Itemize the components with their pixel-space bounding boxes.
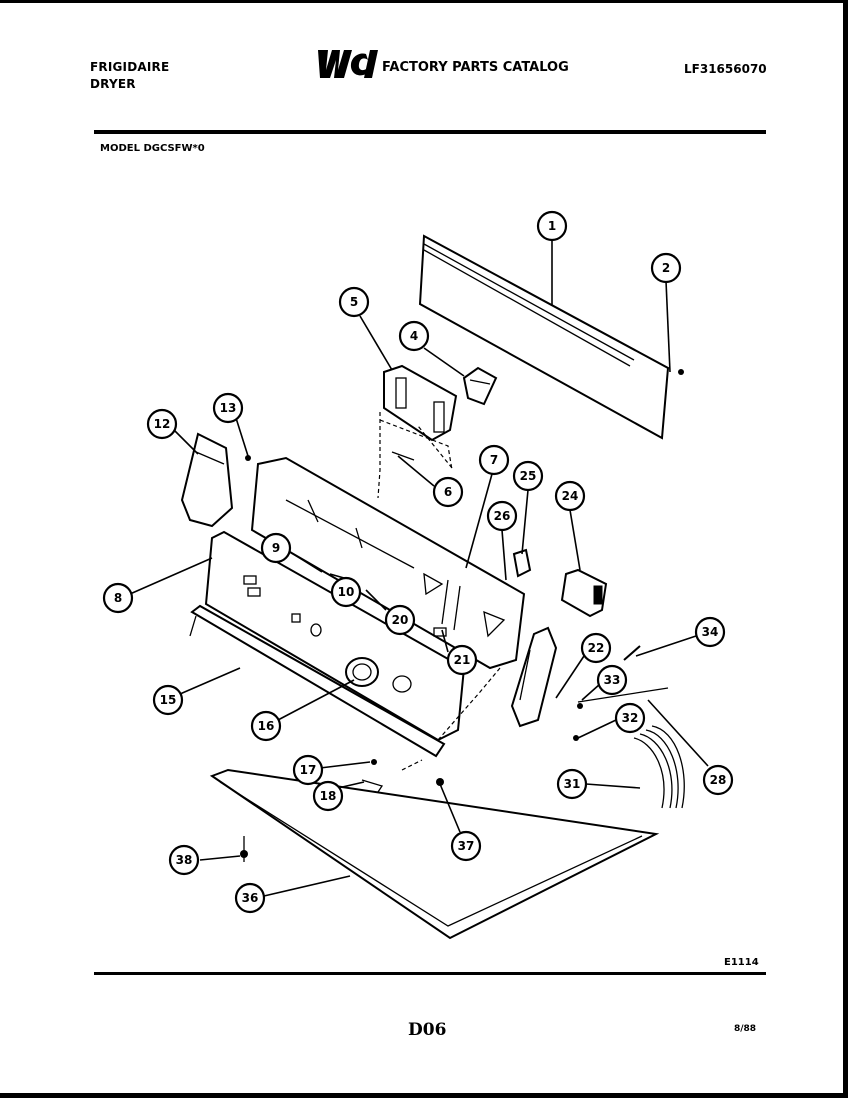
screw — [391, 451, 415, 461]
switch-block — [462, 366, 498, 406]
svg-text:28: 28 — [710, 773, 727, 787]
svg-text:24: 24 — [562, 489, 579, 503]
callout-32: 32 — [614, 702, 646, 734]
svg-text:8: 8 — [114, 591, 122, 605]
hinge-parts — [361, 759, 384, 793]
svg-text:15: 15 — [160, 693, 177, 707]
page-border-right — [843, 0, 848, 1098]
svg-text:22: 22 — [588, 641, 605, 655]
control-knob — [345, 657, 379, 687]
timer-bracket — [383, 364, 458, 442]
callout-25: 25 — [512, 460, 544, 492]
catalog-number: LF31656070 — [684, 62, 767, 76]
callout-16: 16 — [250, 710, 282, 742]
svg-text:17: 17 — [300, 763, 317, 777]
callout-5: 5 — [338, 286, 370, 318]
svg-text:16: 16 — [258, 719, 275, 733]
svg-text:4: 4 — [410, 329, 418, 343]
callout-6: 6 — [432, 476, 464, 508]
callout-20: 20 — [384, 604, 416, 636]
callout-24: 24 — [554, 480, 586, 512]
callout-34: 34 — [694, 616, 726, 648]
svg-text:38: 38 — [176, 853, 193, 867]
left-end-bracket — [180, 432, 251, 528]
callout-28: 28 — [702, 764, 734, 796]
wire-harness — [573, 645, 685, 809]
wci-logo — [318, 50, 378, 78]
svg-text:10: 10 — [338, 585, 355, 599]
svg-text:20: 20 — [392, 613, 409, 627]
header-rule — [94, 130, 766, 134]
callout-18: 18 — [312, 780, 344, 812]
svg-text:21: 21 — [454, 653, 471, 667]
model-number: MODEL DGCSFW*0 — [100, 143, 205, 154]
svg-text:1: 1 — [548, 219, 556, 233]
svg-text:33: 33 — [604, 673, 621, 687]
page-border-top — [0, 0, 848, 3]
page-border-bottom — [0, 1093, 848, 1098]
cabinet-top — [209, 768, 660, 940]
svg-text:32: 32 — [622, 711, 639, 725]
callout-15: 15 — [152, 684, 184, 716]
svg-text:34: 34 — [702, 625, 719, 639]
svg-text:7: 7 — [490, 453, 498, 467]
catalog-date: 8/88 — [734, 1024, 757, 1034]
svg-text:26: 26 — [494, 509, 511, 523]
svg-text:6: 6 — [444, 485, 452, 499]
svg-text:37: 37 — [458, 839, 475, 853]
callout-13: 13 — [212, 392, 244, 424]
svg-text:18: 18 — [320, 789, 337, 803]
callout-37: 37 — [450, 830, 482, 862]
callout-2: 2 — [650, 252, 682, 284]
callout-1: 1 — [536, 210, 568, 242]
appliance-type: DRYER — [90, 77, 136, 91]
console-trim — [189, 604, 446, 758]
page-code: D06 — [408, 1020, 447, 1040]
callout-31: 31 — [556, 768, 588, 800]
svg-text:36: 36 — [242, 891, 259, 905]
right-end-bracket — [510, 626, 558, 728]
svg-text:25: 25 — [520, 469, 537, 483]
svg-text:31: 31 — [564, 777, 581, 791]
footer-rule — [94, 972, 766, 975]
svg-text:5: 5 — [350, 295, 358, 309]
backsplash-panel — [418, 234, 684, 440]
brand-name: FRIGIDAIRE — [90, 60, 170, 74]
callout-22: 22 — [580, 632, 612, 664]
callout-12: 12 — [146, 408, 178, 440]
catalog-title: FACTORY PARTS CATALOG — [382, 60, 569, 75]
callout-8: 8 — [102, 582, 134, 614]
control-panel — [250, 456, 526, 670]
console-front-panel — [204, 530, 466, 742]
svg-text:2: 2 — [662, 261, 670, 275]
callout-21: 21 — [446, 644, 478, 676]
callout-17: 17 — [292, 754, 324, 786]
svg-text:13: 13 — [220, 401, 237, 415]
svg-text:12: 12 — [154, 417, 171, 431]
callout-38: 38 — [168, 844, 200, 876]
callout-7: 7 — [478, 444, 510, 476]
selector-switch — [560, 568, 608, 618]
callout-10: 10 — [330, 576, 362, 608]
callout-33: 33 — [596, 664, 628, 696]
svg-text:9: 9 — [272, 541, 280, 555]
callout-26: 26 — [486, 500, 518, 532]
callout-9: 9 — [260, 532, 292, 564]
diagram-code: E1114 — [724, 957, 759, 968]
callout-4: 4 — [398, 320, 430, 352]
callout-36: 36 — [234, 882, 266, 914]
